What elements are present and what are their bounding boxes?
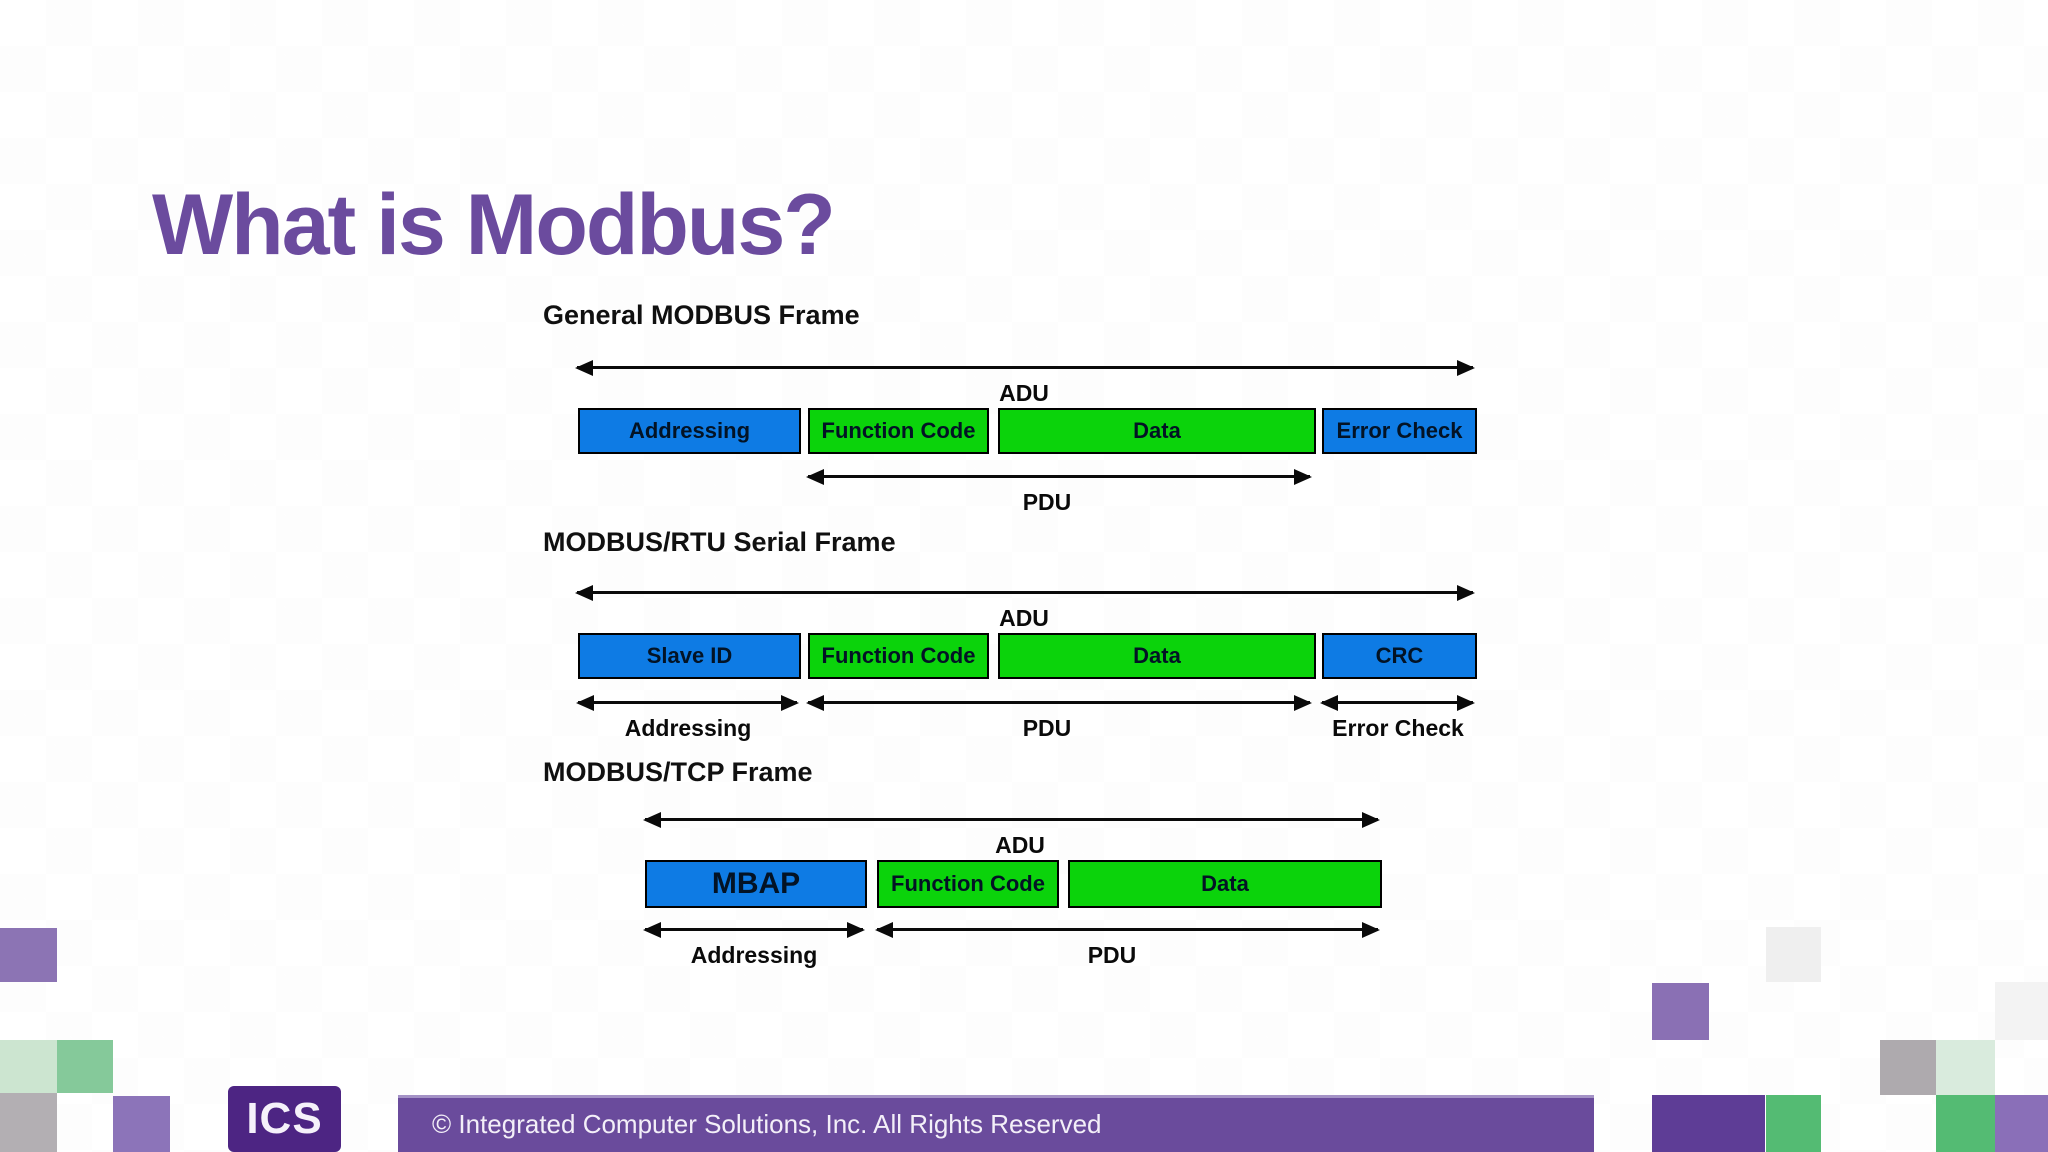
frame-box-data: Data [998, 633, 1316, 679]
pdu-label: PDU [1022, 489, 1072, 515]
frame-box-slave-id: Slave ID [578, 633, 801, 679]
decor-square [1880, 1040, 1936, 1095]
adu-label: ADU [995, 832, 1045, 858]
ics-logo-text: ICS [246, 1094, 323, 1143]
decor-square [113, 1096, 170, 1152]
frame-box-error-check: Error Check [1322, 408, 1477, 454]
decor-square [1652, 1095, 1765, 1152]
adu-span-arrow [577, 591, 1473, 594]
pdu-label: PDU [1022, 715, 1072, 741]
adu-label: ADU [999, 605, 1049, 631]
decor-square [1766, 1095, 1821, 1152]
decor-square [0, 1040, 57, 1093]
frame-box-addressing: Addressing [578, 408, 801, 454]
decor-square [1766, 927, 1821, 982]
error-check-label: Error Check [1332, 715, 1464, 741]
copyright-text: © Integrated Computer Solutions, Inc. Al… [432, 1109, 1102, 1139]
pdu-span-arrow [877, 928, 1378, 931]
pdu-span-arrow [808, 701, 1310, 704]
decor-square [1936, 1095, 1995, 1152]
decor-square [0, 1093, 57, 1152]
adu-label: ADU [999, 380, 1049, 406]
frame-box-function-code: Function Code [808, 633, 989, 679]
adu-span-arrow [577, 366, 1473, 369]
decor-square [57, 1040, 113, 1093]
pdu-label: PDU [1087, 942, 1137, 968]
decor-square [0, 928, 57, 982]
slide-title: What is Modbus? [152, 176, 836, 273]
addressing-label: Addressing [624, 715, 752, 741]
diagram-title: General MODBUS Frame [543, 300, 860, 330]
frame-box-mbap: MBAP [645, 860, 867, 908]
error-check-span-arrow [1322, 701, 1473, 704]
addressing-span-arrow [645, 928, 863, 931]
copyright-bar: © Integrated Computer Solutions, Inc. Al… [398, 1095, 1594, 1152]
frame-box-data: Data [998, 408, 1316, 454]
addressing-span-arrow [578, 701, 797, 704]
frame-box-function-code: Function Code [877, 860, 1059, 908]
adu-span-arrow [645, 818, 1378, 821]
decor-square [1995, 982, 2048, 1040]
decor-square [1936, 1040, 1995, 1095]
diagram-title: MODBUS/RTU Serial Frame [543, 527, 896, 557]
frame-box-data: Data [1068, 860, 1382, 908]
decor-square [1652, 983, 1709, 1040]
frame-box-function-code: Function Code [808, 408, 989, 454]
addressing-label: Addressing [690, 942, 818, 968]
decor-square [1995, 1095, 2048, 1152]
ics-logo: ICS [228, 1086, 341, 1152]
frame-box-crc: CRC [1322, 633, 1477, 679]
pdu-span-arrow [808, 475, 1310, 478]
diagram-title: MODBUS/TCP Frame [543, 757, 813, 787]
